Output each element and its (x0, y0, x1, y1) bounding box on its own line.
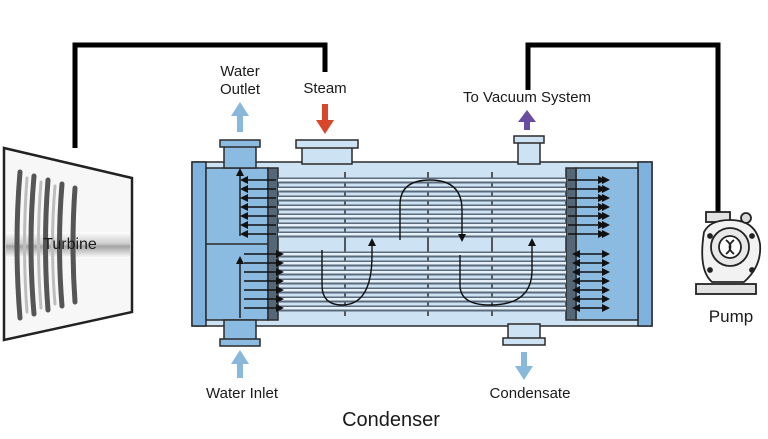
water-inlet-arrow (231, 350, 249, 378)
vacuum-label: To Vacuum System (463, 89, 591, 106)
water-inlet-label: Water Inlet (206, 385, 279, 402)
tube-highlight (278, 262, 566, 265)
water-outlet-nozzle (219, 139, 261, 169)
condensate-nozzle (502, 323, 546, 346)
steam-arrow (316, 104, 334, 134)
tube-highlight (278, 224, 566, 227)
water-outlet-arrow (231, 102, 249, 132)
tube-highlight (278, 188, 566, 191)
tube-highlight (278, 206, 566, 209)
vacuum-nozzle (513, 135, 545, 165)
steam-label: Steam (303, 80, 346, 97)
tube-highlight (278, 298, 566, 301)
turbine-label: Turbine (43, 236, 97, 253)
vacuum-arrow (518, 110, 536, 130)
steam-flow-curves (321, 179, 536, 306)
tube-highlight (278, 271, 566, 274)
pump-icon (695, 211, 762, 295)
header-flow-arrows (236, 168, 610, 318)
steam-inlet-nozzle (295, 139, 359, 165)
tube-highlight (278, 197, 566, 200)
water-inlet-nozzle (219, 319, 261, 347)
tube-highlight (278, 280, 566, 283)
water-outlet-label-line2: Outlet (220, 81, 261, 98)
condensate-arrow (515, 352, 533, 380)
tube-highlight (278, 233, 566, 236)
turbine-icon (2, 146, 134, 342)
tube-highlight (278, 215, 566, 218)
tube-highlight (278, 253, 566, 256)
tube-highlight (278, 289, 566, 292)
condensate-label: Condensate (490, 385, 571, 402)
pump-label: Pump (709, 307, 753, 326)
turbine-steam-pipe (72, 42, 328, 148)
vacuum-pump-pipe (525, 42, 721, 212)
tube-highlight (278, 307, 566, 310)
condenser-caption: Condenser (342, 409, 440, 431)
water-outlet-label-line1: Water (220, 63, 259, 80)
